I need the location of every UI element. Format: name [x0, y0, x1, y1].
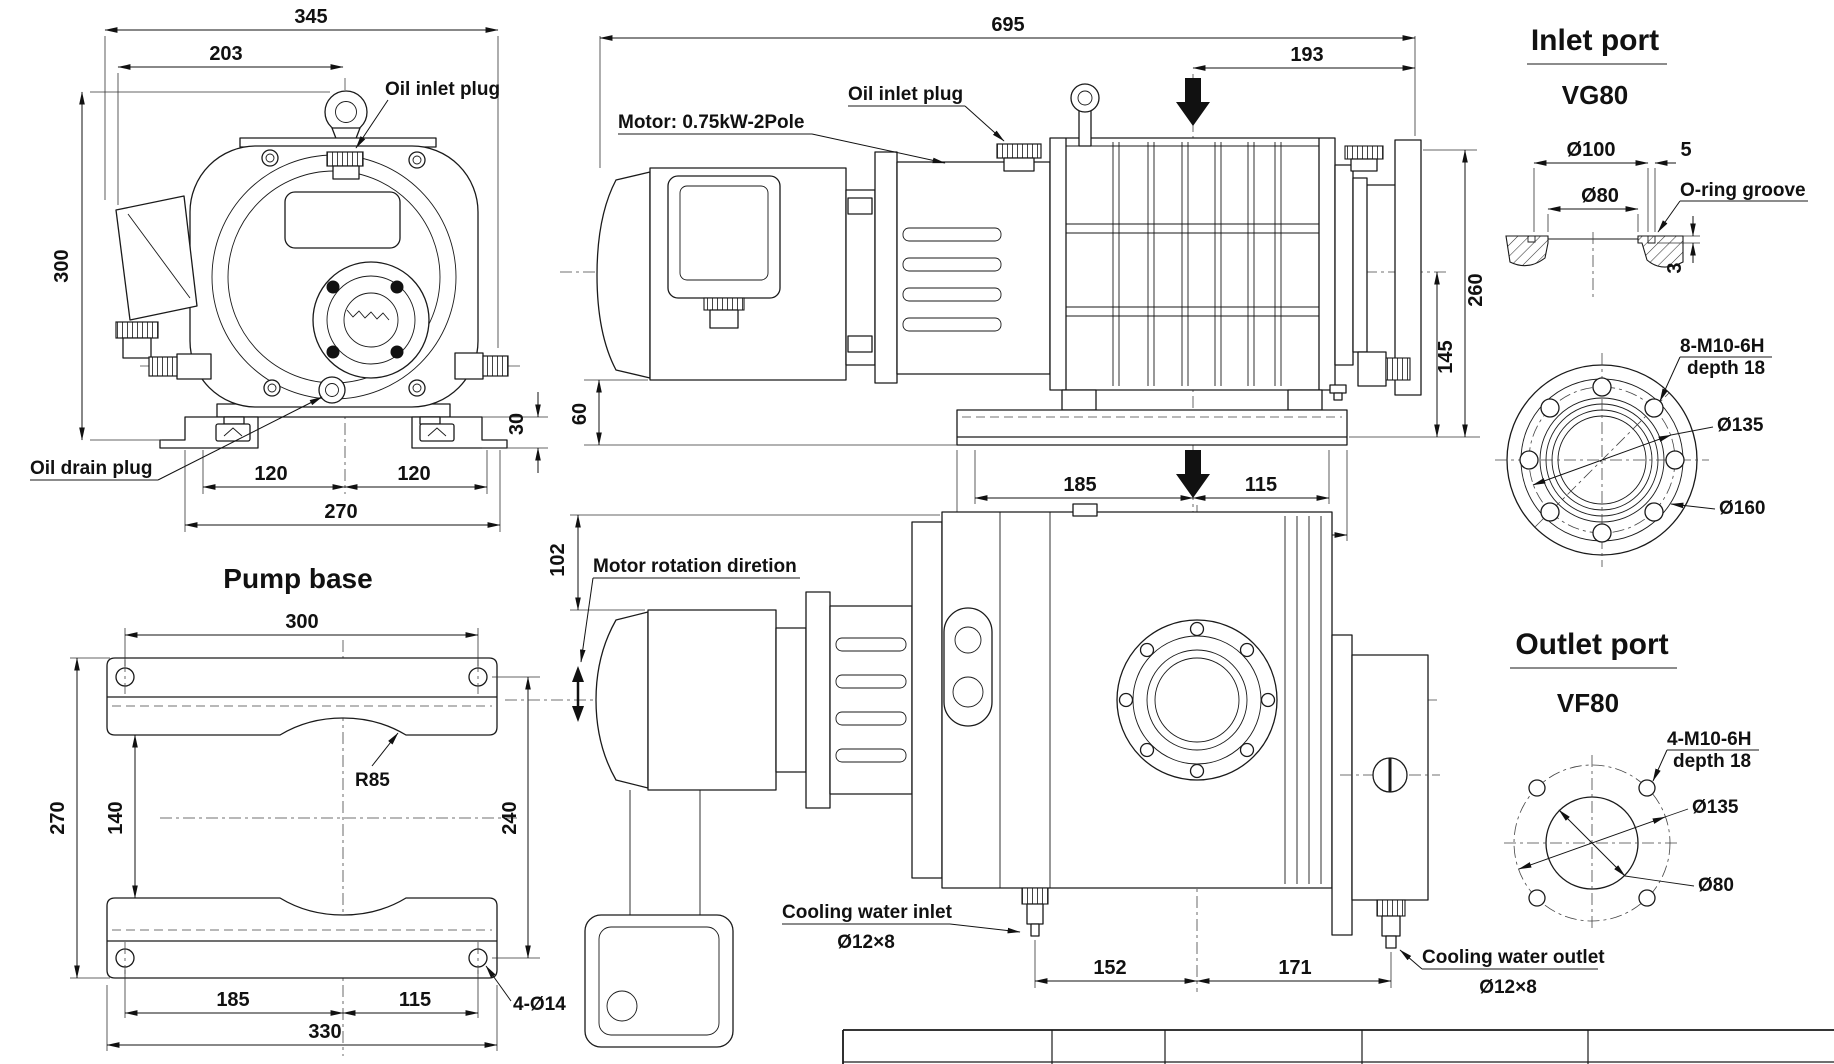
- pump-base-view: Pump base 300 270 140 240 R85 185 115 33…: [47, 563, 566, 1056]
- oil-drain-plug: [318, 376, 346, 404]
- outlet-flow-arrow: [1176, 450, 1210, 498]
- oil-inlet-plug: [326, 151, 364, 180]
- cooling-fins-plan: [1284, 516, 1322, 884]
- coupling-flange: [874, 151, 898, 384]
- inlet-port-title: Inlet port: [1531, 24, 1659, 57]
- inlet-outer-dia: Ø160: [1719, 498, 1765, 519]
- front-view: [115, 78, 523, 494]
- shaft-hub: [312, 261, 430, 379]
- dim-152: 152: [1093, 957, 1126, 979]
- dim-185-side: 185: [1063, 474, 1096, 496]
- dim-300-base: 300: [285, 611, 318, 633]
- motor-bell-plan: [595, 611, 649, 789]
- oil-inlet-plug-label: Oil inlet plug: [385, 79, 500, 100]
- inlet-bolt-spec: 8-M10-6H: [1680, 336, 1764, 357]
- dim-260: 260: [1465, 273, 1487, 306]
- oil-drain-plug-label: Oil drain plug: [30, 458, 152, 479]
- dim-d80-groove: Ø80: [1581, 185, 1619, 207]
- bottom-view-dimensions: 102 Motor rotation diretion Cooling wate…: [547, 514, 1605, 998]
- cooling-outlet-label: Cooling water outlet: [1422, 947, 1605, 968]
- dim-140-base: 140: [105, 801, 127, 834]
- dim-270-base: 270: [47, 801, 69, 834]
- dim-groove-depth: 3: [1664, 262, 1686, 273]
- radius-label: R85: [355, 770, 390, 791]
- rotation-direction-symbol: [572, 666, 584, 722]
- dim-300: 300: [51, 249, 73, 282]
- title-block: [842, 1029, 1834, 1064]
- outlet-port-detail: Outlet port VF80 4-M10-6H depth 18 Ø135 …: [1504, 628, 1759, 931]
- dim-171: 171: [1278, 957, 1311, 979]
- side-view: [560, 74, 1448, 548]
- dim-240-base: 240: [499, 801, 521, 834]
- oring-groove-section: [1505, 232, 1684, 300]
- outlet-bolt-spec: 4-M10-6H: [1667, 729, 1751, 750]
- lifting-eye: [324, 90, 368, 134]
- outlet-port-title: Outlet port: [1515, 628, 1668, 661]
- outlet-bolt-depth: depth 18: [1673, 751, 1751, 772]
- eye-bolt: [1070, 83, 1100, 113]
- inlet-bolt-circle: Ø135: [1717, 415, 1764, 436]
- oil-inlet-plug-side: [996, 143, 1042, 159]
- front-view-dimensions: 345 203 300 30 120 120 270 Oil inlet plu…: [30, 6, 548, 532]
- side-bracket: [115, 195, 198, 359]
- rotation-label: Motor rotation diretion: [593, 556, 797, 577]
- dim-193: 193: [1290, 44, 1323, 66]
- dim-115-side: 115: [1245, 474, 1277, 496]
- dim-695: 695: [991, 14, 1024, 36]
- dim-115-base: 115: [399, 989, 431, 1011]
- nameplate: [284, 191, 401, 249]
- inlet-port-detail: Inlet port VG80 Ø100 5 Ø80 3 O-ring groo…: [1495, 24, 1808, 567]
- dim-345: 345: [294, 6, 327, 28]
- outlet-bolt-circle: Ø135: [1692, 797, 1739, 818]
- cooling-outlet-size: Ø12×8: [1479, 977, 1537, 998]
- inlet-flow-arrow: [1176, 78, 1210, 126]
- cooling-fins: [1112, 142, 1282, 386]
- inlet-bolt-depth: depth 18: [1687, 358, 1765, 379]
- dim-330-base: 330: [308, 1021, 341, 1043]
- motor-bell: [596, 171, 651, 379]
- cooling-inlet-size: Ø12×8: [837, 932, 895, 953]
- dim-203: 203: [209, 43, 242, 65]
- bottom-view: [505, 503, 1440, 1048]
- cooling-water-inlet-fitting: [1021, 887, 1049, 937]
- housing-bolts: [261, 149, 426, 397]
- dim-groove-width: 5: [1680, 139, 1691, 161]
- bench-base: [956, 409, 1348, 446]
- coupling-housing: [896, 161, 1051, 375]
- pump-body: [1049, 137, 1336, 391]
- base-bottom-rail: [106, 897, 498, 979]
- dim-270: 270: [324, 501, 357, 523]
- cooling-inlet-label: Cooling water inlet: [782, 902, 953, 923]
- right-water-fitting: [454, 352, 509, 380]
- oring-groove-label: O-ring groove: [1680, 180, 1806, 201]
- oil-inlet-plug-label-side: Oil inlet plug: [848, 84, 963, 105]
- terminal-box-plan: [584, 914, 734, 1048]
- outlet-bore: Ø80: [1698, 875, 1734, 896]
- pump-base-title: Pump base: [223, 563, 372, 594]
- outlet-boss: [1116, 619, 1278, 781]
- dim-d100: Ø100: [1567, 139, 1616, 161]
- dim-145: 145: [1435, 340, 1457, 373]
- motor-body-plan: [647, 609, 777, 791]
- dim-30: 30: [506, 413, 528, 435]
- dim-185-base: 185: [216, 989, 249, 1011]
- base-holes-label: 4-Ø14: [513, 994, 566, 1015]
- dim-120-left: 120: [254, 463, 287, 485]
- dim-102: 102: [547, 543, 569, 576]
- dim-120-right: 120: [397, 463, 430, 485]
- dim-60: 60: [569, 403, 591, 425]
- left-water-fitting: [148, 353, 212, 380]
- inlet-port-model: VG80: [1562, 80, 1629, 110]
- outlet-port-model: VF80: [1557, 688, 1619, 718]
- cooling-water-outlet-fitting: [1376, 899, 1406, 949]
- inlet-flange-side: [1394, 139, 1422, 396]
- motor-label: Motor: 0.75kW-2Pole: [618, 112, 804, 133]
